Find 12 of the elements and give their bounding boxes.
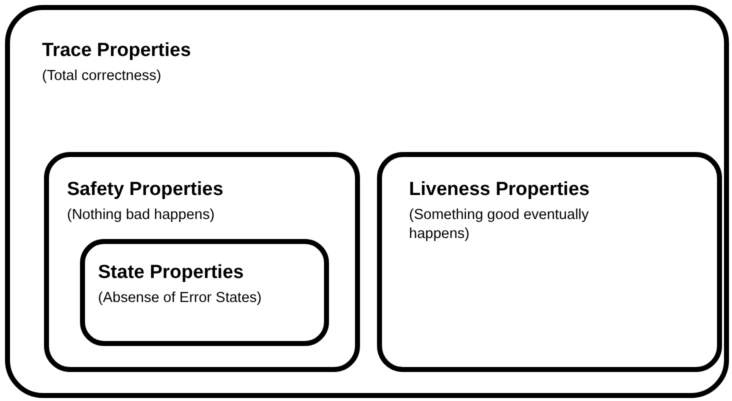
box-description: (Something good eventually happens) xyxy=(409,206,590,244)
box-description: (Absense of Error States) xyxy=(98,289,263,308)
box-heading: Trace Properties xyxy=(42,40,191,62)
rounded-box xyxy=(80,239,329,346)
box-description: (Total correctness) xyxy=(42,67,162,86)
rounded-box xyxy=(377,152,722,372)
box-heading: State Properties xyxy=(98,262,244,284)
box-description: (Nothing bad happens) xyxy=(67,206,216,225)
box-heading: Liveness Properties xyxy=(409,179,590,201)
rounded-box xyxy=(5,5,729,398)
rounded-box xyxy=(44,152,360,372)
box-heading: Safety Properties xyxy=(67,179,224,201)
